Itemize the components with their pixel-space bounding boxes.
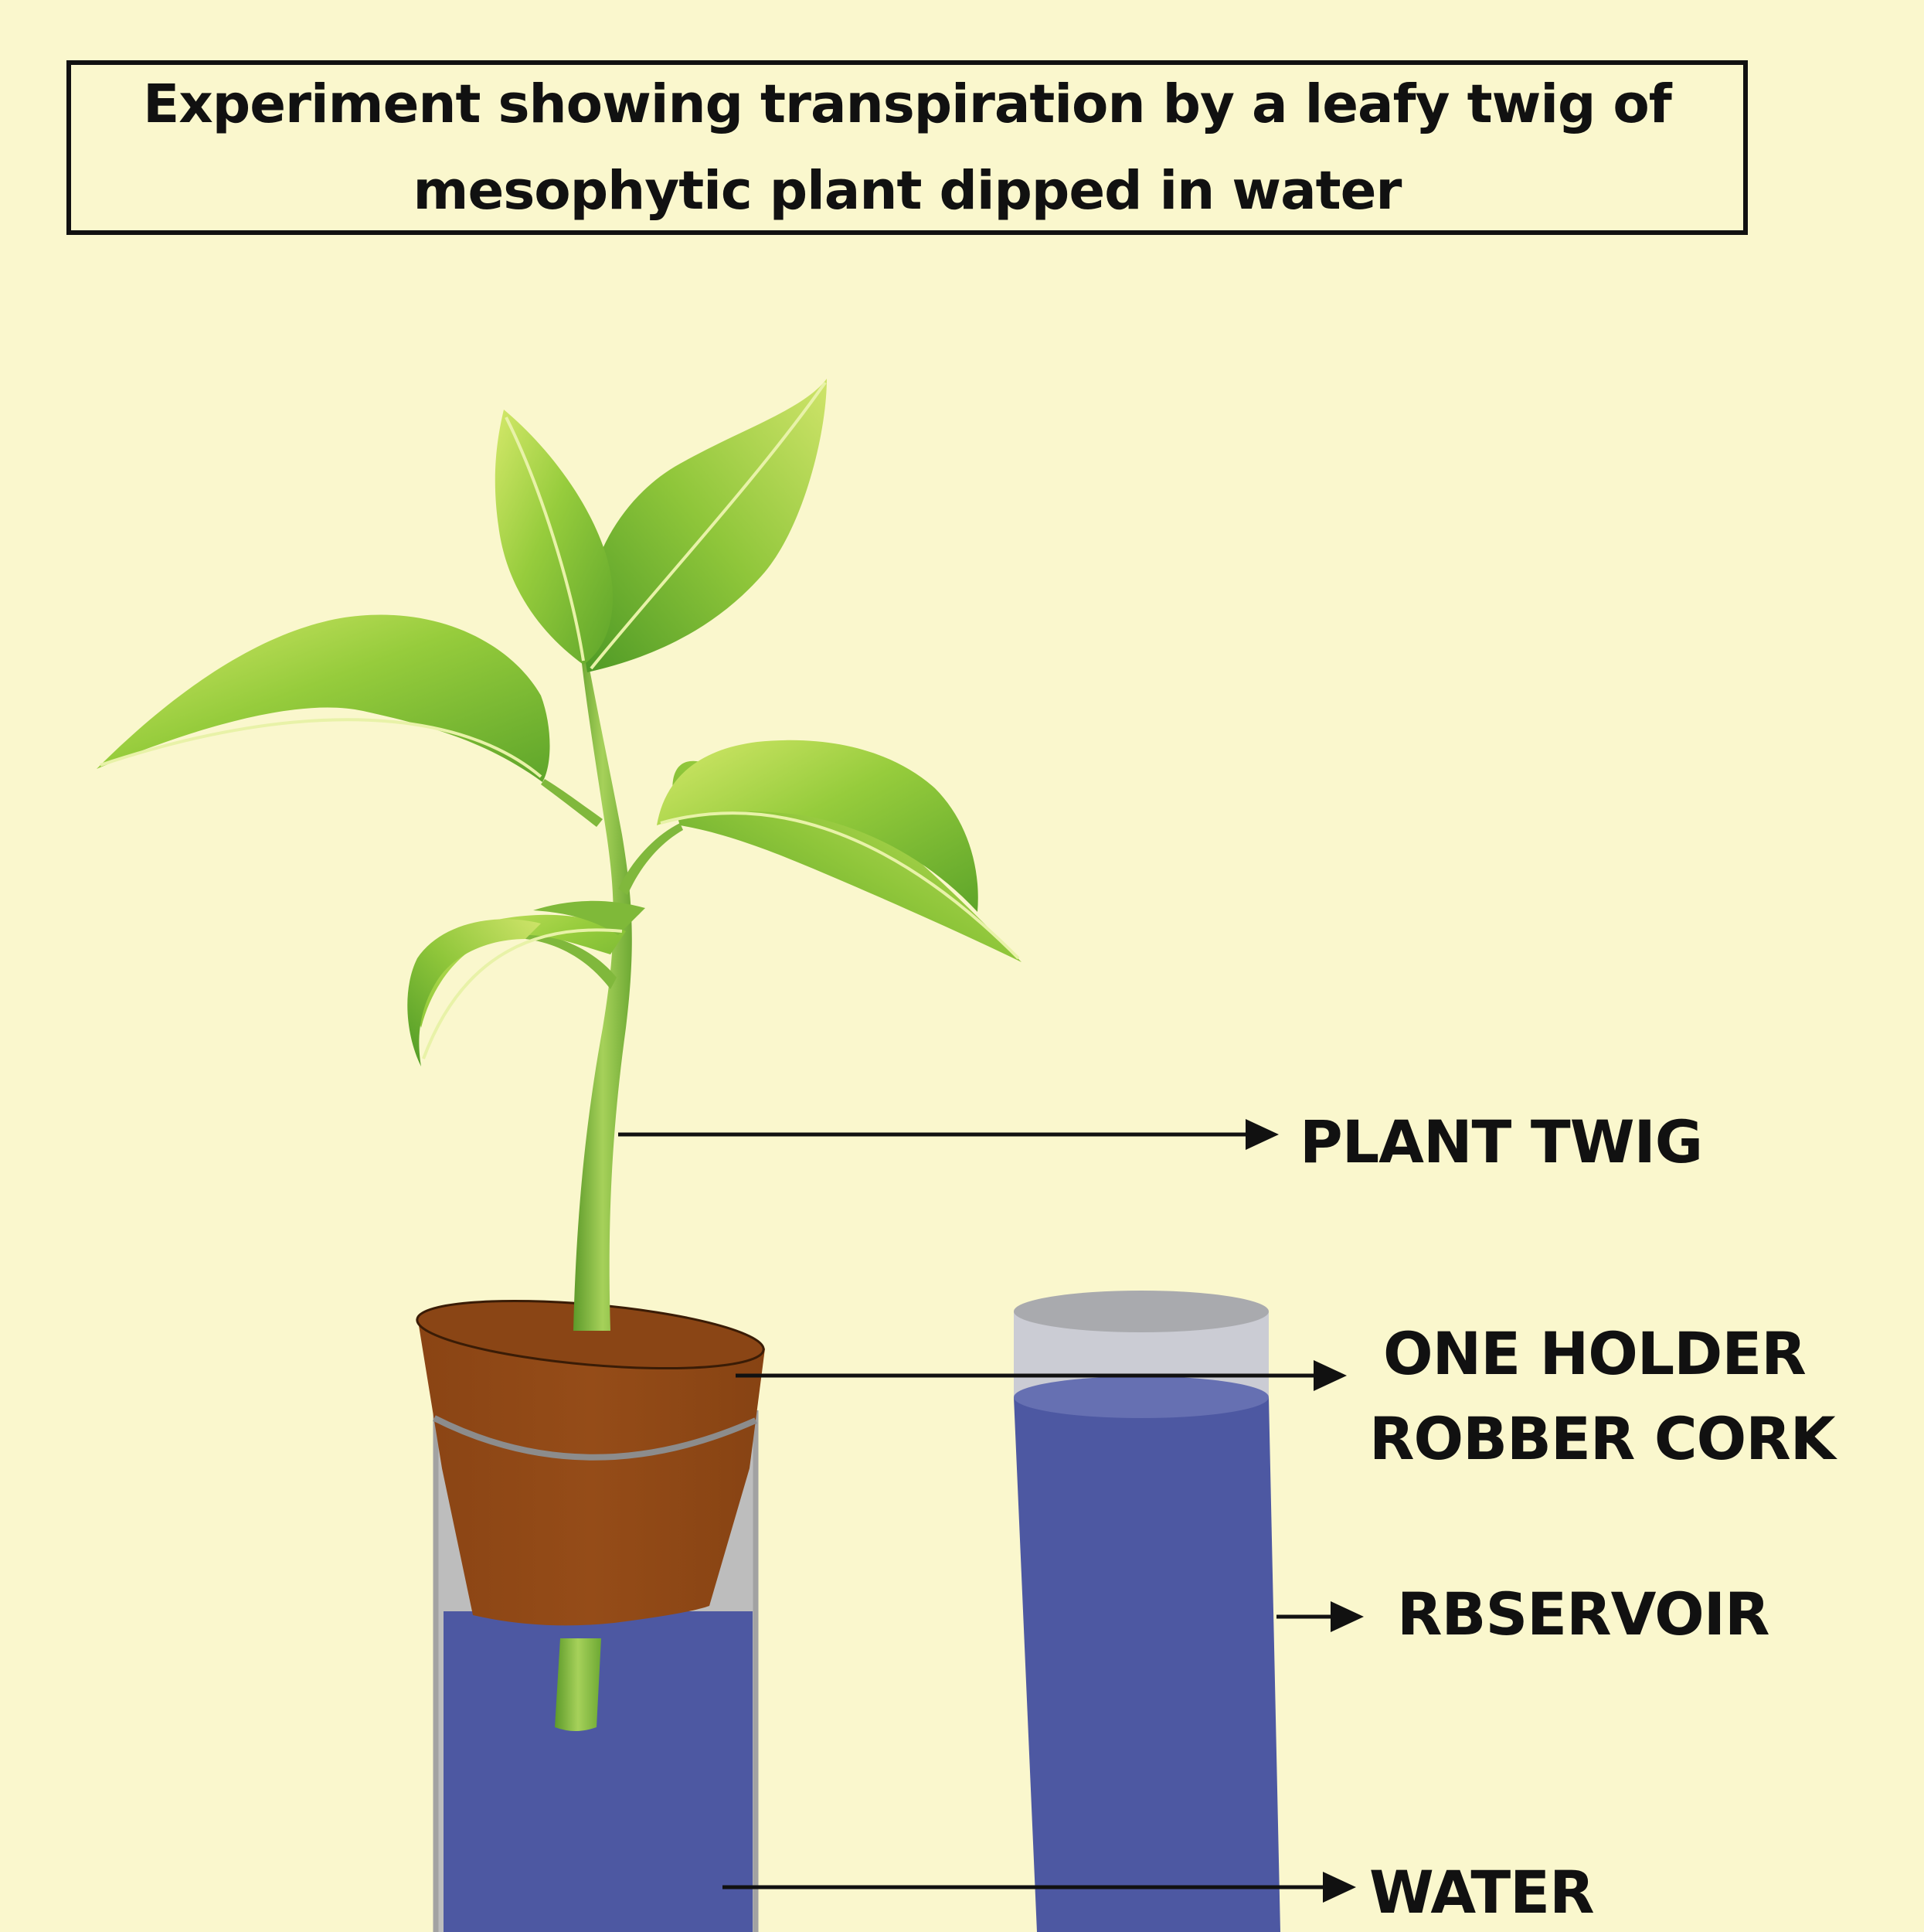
leaf-left-lower-tip	[533, 900, 645, 935]
plant-twig-arrowhead	[1246, 1119, 1279, 1150]
branch-left-upper	[541, 779, 603, 827]
leaf-top-right	[583, 379, 827, 672]
reservoir-arrowhead	[1331, 1601, 1364, 1632]
leaf-top-right-vein	[590, 381, 827, 670]
cork-body	[417, 1316, 765, 1626]
leaf-left-lower-big	[407, 919, 541, 1066]
leaf-right-mid-vein	[660, 811, 1020, 960]
submerged-stem	[555, 1638, 601, 1731]
reservoir-rim	[1014, 1291, 1269, 1332]
beaker-rim-front	[433, 1415, 757, 1461]
leaf-far-left	[97, 614, 550, 782]
label-water: WATER	[1369, 1858, 1594, 1927]
label-reservoir: RBSERVOIR	[1397, 1580, 1769, 1648]
reservoir-water-surface	[1014, 1376, 1269, 1418]
reservoir-water	[1014, 1397, 1280, 1932]
leaf-right-mid-upper	[657, 740, 978, 912]
leaf-left-lower-vein	[422, 928, 623, 1060]
plant-stem	[573, 657, 632, 1331]
rubber-cork	[416, 1299, 765, 1626]
beaker-outline	[433, 1410, 759, 1932]
label-cork-line1: ONE HOLDER	[1383, 1319, 1806, 1388]
title-box: Experiment showing transpiration by a le…	[66, 60, 1748, 235]
reservoir	[1014, 1291, 1280, 1932]
leaf-far-left-vein	[100, 718, 542, 778]
pointer-arrows	[618, 1119, 1364, 1903]
label-plant-twig: PLANT TWIG	[1300, 1107, 1702, 1176]
branch-right-mid	[618, 823, 683, 895]
water-arrowhead	[1323, 1872, 1356, 1903]
diagram-title: Experiment showing transpiration by a le…	[143, 73, 1672, 222]
leaves	[97, 379, 1021, 1066]
label-cork-line2: ROBBER CORK	[1369, 1404, 1838, 1473]
labels: PLANT TWIG ONE HOLDER ROBBER CORK RBSERV…	[1300, 1107, 1839, 1927]
leaf-top-left-vein	[505, 417, 585, 662]
cork-arrowhead	[1314, 1360, 1347, 1391]
